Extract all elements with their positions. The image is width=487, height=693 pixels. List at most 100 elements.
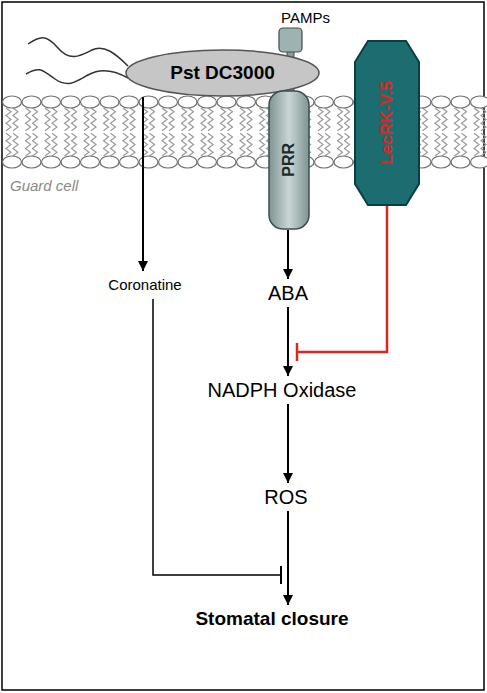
lipid-tail [72, 133, 77, 156]
node-text: Stomatal closure [195, 608, 348, 630]
receptor-ectodomain [279, 28, 302, 52]
lipid-tail [345, 108, 350, 131]
arrow-connector [287, 230, 289, 279]
lipid-head [3, 96, 22, 108]
lipid-head [334, 96, 353, 108]
lipid-tail [325, 108, 330, 131]
lipid-tail [84, 108, 89, 131]
lipid-tail [481, 133, 486, 156]
lipid-tail [45, 133, 50, 156]
lipid-tail [318, 133, 323, 156]
node-text: ROS [264, 486, 307, 509]
lipid-tail [6, 133, 11, 156]
lipid-tail [455, 133, 460, 156]
lipid-tail [201, 133, 206, 156]
lipid-tail [13, 108, 18, 131]
lipid-head [159, 96, 178, 108]
lipid-tail [247, 108, 252, 131]
lipid-tail [325, 133, 330, 156]
lipid-tail [455, 108, 460, 131]
node-text: LecRK-V.5 [377, 81, 397, 164]
inhibition-bar [296, 343, 299, 361]
lipid-tail [201, 108, 206, 131]
signal-text: NADPH Oxidase [200, 376, 364, 404]
lipid-head [178, 156, 197, 168]
lipid-tail [84, 133, 89, 156]
arrow-connector [287, 511, 289, 605]
lipid-tail [104, 133, 109, 156]
lipid-tail [13, 133, 18, 156]
lipid-tail [208, 108, 213, 131]
lipid-tail [150, 133, 155, 156]
lipid-tail [435, 133, 440, 156]
lipid-head [81, 96, 100, 108]
lipid-tail [91, 108, 96, 131]
lipid-tail [221, 133, 226, 156]
lipid-head [471, 96, 487, 108]
lipid-head [334, 156, 353, 168]
lipid-tail [240, 133, 245, 156]
lipid-head [451, 96, 470, 108]
lipid-head [198, 156, 217, 168]
lipid-tail [143, 133, 148, 156]
lipid-tail [65, 108, 70, 131]
inhibition-line [298, 206, 387, 352]
lipid-head [315, 96, 334, 108]
lipid-head [432, 156, 451, 168]
outcome-text: Stomatal closure [186, 605, 358, 633]
lipid-head [61, 96, 80, 108]
lipid-tail [474, 108, 479, 131]
lipid-tail [123, 133, 128, 156]
lipid-tail [169, 133, 174, 156]
lipid-head [217, 96, 236, 108]
lipid-tail [123, 108, 128, 131]
lipid-tail [423, 108, 428, 131]
lipid-tail [208, 133, 213, 156]
ellipse-shape [126, 50, 319, 96]
signal-text: Coronatine [95, 271, 195, 297]
lipid-tail [228, 133, 233, 156]
lipid-tail [260, 108, 265, 131]
lipid-tail [182, 108, 187, 131]
arrow-connector [287, 307, 289, 376]
node-text: Coronatine [108, 276, 181, 293]
lipid-tail [442, 133, 447, 156]
lipid-head [81, 156, 100, 168]
lipid-tail [435, 108, 440, 131]
lipid-tail [26, 133, 31, 156]
lipid-tail [442, 108, 447, 131]
lipid-head [237, 96, 256, 108]
lipid-tail [111, 108, 116, 131]
lipid-tail [481, 108, 486, 131]
pathogen-ellipse: Pst DC3000 [125, 49, 320, 97]
lipid-tail [72, 108, 77, 131]
lipid-tail [162, 133, 167, 156]
cell-label: Guard cell [10, 177, 78, 194]
lipid-tail [143, 108, 148, 131]
lipid-head [178, 96, 197, 108]
lipid-head [120, 156, 139, 168]
inhibition-line [153, 299, 280, 575]
lipid-tail [318, 108, 323, 131]
lipid-tail [52, 108, 57, 131]
arrow-connector [142, 97, 144, 271]
flagellum [26, 70, 128, 84]
lipid-tail [189, 108, 194, 131]
signal-text: ABA [262, 279, 314, 307]
lipid-tail [474, 133, 479, 156]
lipid-tail [345, 133, 350, 156]
lipid-head [451, 156, 470, 168]
lipid-head [42, 96, 61, 108]
lipid-head [22, 96, 41, 108]
lipid-head [100, 156, 119, 168]
lipid-tail [462, 133, 467, 156]
lipid-tail [130, 133, 135, 156]
lipid-tail [247, 133, 252, 156]
lipid-tail [162, 108, 167, 131]
lipid-tail [423, 133, 428, 156]
lipid-head [198, 96, 217, 108]
lipid-tail [260, 133, 265, 156]
lipid-tail [240, 108, 245, 131]
lipid-head [100, 96, 119, 108]
node-text: PRR [280, 143, 298, 177]
